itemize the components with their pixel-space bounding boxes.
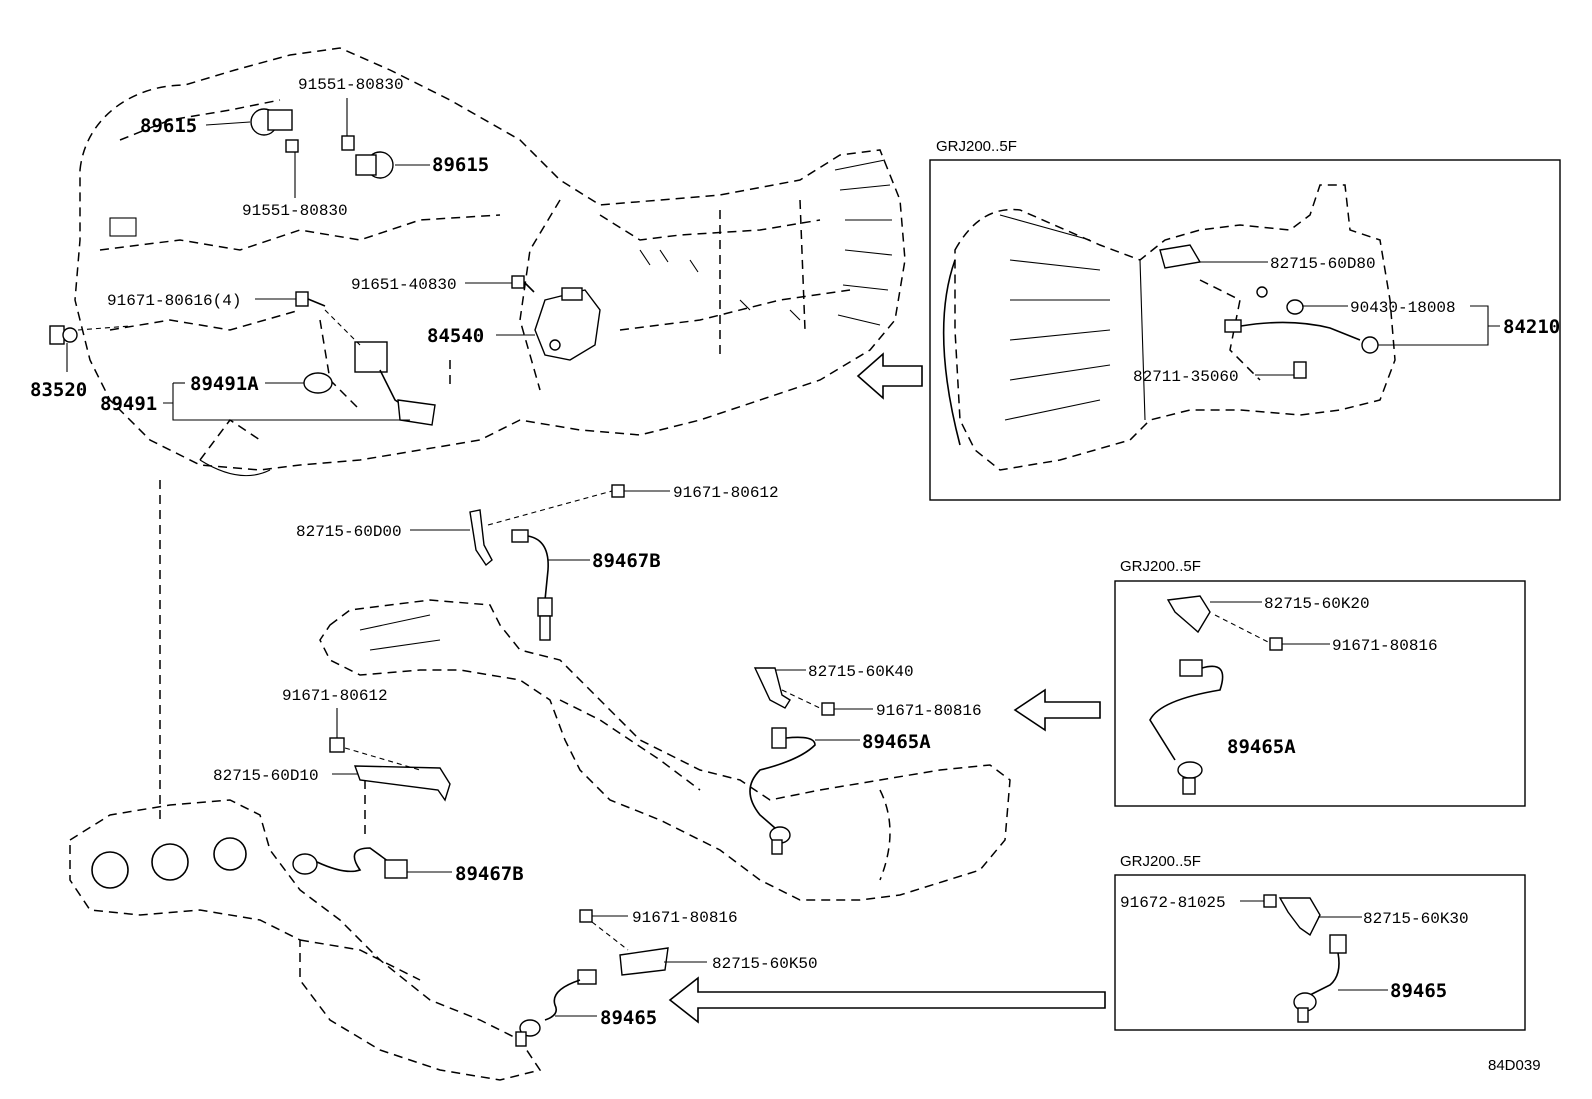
manifold-leaders	[332, 708, 707, 1017]
label-82715-60D00: 82715-60D00	[296, 523, 402, 541]
label-82715-60K50: 82715-60K50	[712, 955, 818, 973]
speed-sensor-89491	[303, 341, 436, 426]
box1-leaders	[1200, 261, 1500, 376]
oil-pressure-switch-83520	[49, 325, 78, 345]
label-89615-b: 89615	[432, 154, 489, 176]
label-84540: 84540	[427, 325, 484, 347]
label-84210: 84210	[1503, 316, 1560, 338]
label-89465: 89465	[600, 1007, 657, 1029]
label-91651-40830: 91651-40830	[351, 276, 457, 294]
label-89491A: 89491A	[190, 373, 259, 395]
label-89465A: 89465A	[862, 731, 931, 753]
box3-parts	[1263, 894, 1347, 1023]
label-83520: 83520	[30, 379, 87, 401]
label-89615-a: 89615	[140, 115, 197, 137]
label-82711-35060: 82711-35060	[1133, 368, 1239, 386]
label-91551-80830-b: 91551-80830	[242, 202, 348, 220]
variant-box-3-caption: GRJ200..5F	[1120, 853, 1201, 870]
variant-box-3	[1114, 874, 1526, 1031]
box3-leaders	[1240, 900, 1388, 991]
engine-leaders	[66, 98, 535, 421]
variant-box-1-caption: GRJ200..5F	[936, 138, 1017, 155]
label-89467B-a: 89467B	[592, 550, 661, 572]
neutral-switch-84540	[534, 287, 601, 361]
label-91671-80612-b: 91671-80612	[282, 687, 388, 705]
manual-transmission-drawing	[942, 184, 1396, 471]
label-91671-80816-c: 91671-80816	[632, 909, 738, 927]
variant-box-2	[1114, 580, 1526, 807]
exhaust-drawing	[319, 484, 1011, 901]
manifold-drawing	[69, 480, 669, 1081]
arrow-to-manifold	[668, 976, 1106, 1024]
part-labels: 89615 91551-80830 89615 91551-80830 9165…	[30, 76, 1560, 1074]
bolts-91551	[285, 135, 355, 153]
arrow-to-transmission	[856, 352, 923, 400]
label-82715-60K40: 82715-60K40	[808, 663, 914, 681]
box2-parts	[1149, 595, 1283, 795]
label-89491: 89491	[100, 393, 157, 415]
arrow-to-exhaust	[1013, 688, 1101, 732]
label-90430-18008: 90430-18008	[1350, 299, 1456, 317]
label-89465-box: 89465	[1390, 980, 1447, 1002]
diagram-code: 84D039	[1488, 1057, 1541, 1074]
label-91671-80612-a: 91671-80612	[673, 484, 779, 502]
box2-leaders	[1210, 601, 1330, 645]
label-82715-60D80: 82715-60D80	[1270, 255, 1376, 273]
label-82715-60K30: 82715-60K30	[1363, 910, 1469, 928]
label-89467B-b: 89467B	[455, 863, 524, 885]
label-91671-80616: 91671-80616(4)	[107, 292, 241, 310]
label-91672-81025: 91672-81025	[1120, 894, 1226, 912]
exhaust-leaders	[410, 490, 873, 741]
knock-sensor-89615-a	[250, 108, 293, 136]
label-82715-60K20: 82715-60K20	[1264, 595, 1370, 613]
label-91671-80816-b: 91671-80816	[876, 702, 982, 720]
variant-box-1	[929, 159, 1561, 501]
label-91551-80830-a: 91551-80830	[298, 76, 404, 94]
label-89465A-box: 89465A	[1227, 736, 1296, 758]
label-82715-60D10: 82715-60D10	[213, 767, 319, 785]
knock-sensor-89615-b	[355, 151, 394, 179]
engine-transmission-drawing	[74, 47, 906, 477]
bolt-91671-80616	[295, 291, 326, 307]
label-91671-80816-a: 91671-80816	[1332, 637, 1438, 655]
bolt-91651	[511, 275, 535, 293]
variant-box-2-caption: GRJ200..5F	[1120, 558, 1201, 575]
